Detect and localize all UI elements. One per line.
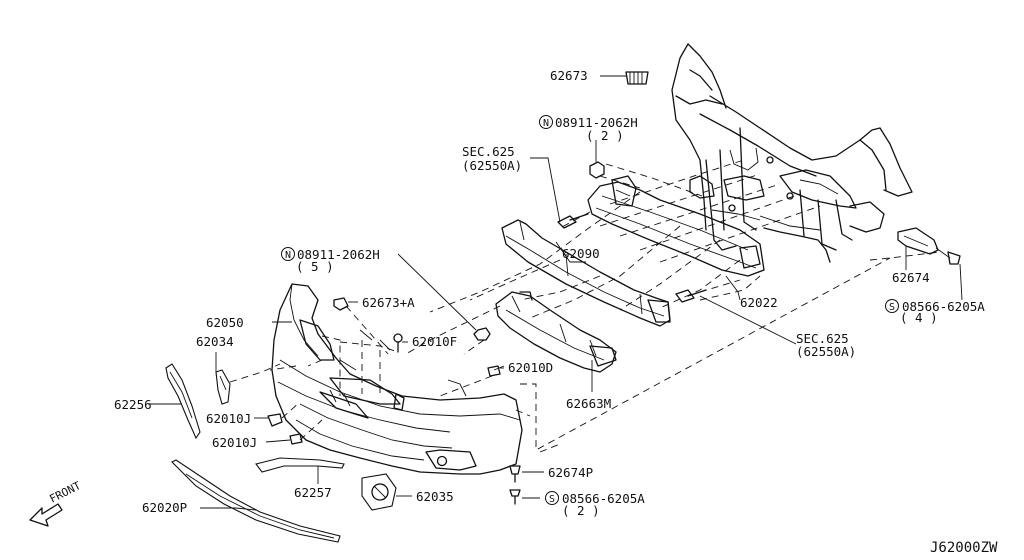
label-62663m: 62663M	[566, 396, 611, 411]
label-sec625-top: SEC.625	[462, 144, 515, 159]
label-62673a: 62673+A	[362, 295, 415, 310]
label-08911-2062h-left-qty: ( 5 )	[296, 259, 334, 274]
screw-symbol-right: S	[885, 299, 899, 313]
bumper-reinforcement-62022	[587, 175, 765, 277]
label-62674: 62674	[892, 270, 930, 285]
label-62022: 62022	[740, 295, 778, 310]
label-62034: 62034	[196, 334, 234, 349]
label-62020p: 62020P	[142, 500, 187, 515]
side-moulding-62256	[165, 363, 201, 440]
bolt-sec625-top	[557, 213, 589, 229]
clip-62673a	[333, 297, 349, 311]
label-62010f: 62010F	[412, 334, 457, 349]
screw-bottom	[509, 489, 521, 505]
label-sec625-bottom: SEC.625	[796, 331, 849, 346]
label-62010j-2: 62010J	[212, 435, 257, 450]
bracket-62674	[897, 227, 961, 265]
label-08566-6205a-bottom: 08566-6205A	[562, 491, 645, 506]
svg-text:N: N	[543, 118, 549, 129]
fog-lamp-cover-62035	[361, 473, 397, 511]
label-62010j-1: 62010J	[206, 411, 251, 426]
label-62674p: 62674P	[548, 465, 593, 480]
radiator-core-support	[671, 43, 913, 263]
label-62050: 62050	[206, 315, 244, 330]
nut-top	[589, 161, 605, 179]
front-label: FRONT	[47, 479, 83, 506]
label-62090: 62090	[562, 246, 600, 261]
label-62673-top: 62673	[550, 68, 588, 83]
clip-62010f	[393, 333, 403, 353]
reflector-62034	[215, 369, 231, 405]
label-08911-2062h-top-qty: ( 2 )	[586, 128, 624, 143]
label-08566-6205a-bottom-qty: ( 2 )	[562, 503, 600, 518]
clip-62010j-upper	[267, 413, 283, 427]
clip-62010d	[487, 365, 505, 377]
label-62256: 62256	[114, 397, 152, 412]
front-arrow	[29, 503, 63, 527]
svg-text:S: S	[889, 302, 895, 313]
label-62035: 62035	[416, 489, 454, 504]
clip-62673-top	[625, 71, 649, 85]
label-08911-2062h-left: 08911-2062H	[297, 247, 380, 262]
lower-strip-62020p	[171, 459, 341, 543]
nut-symbol-top: N	[539, 115, 553, 129]
bumper-fascia-62050	[271, 283, 523, 475]
label-62257: 62257	[294, 485, 332, 500]
strip-62257	[255, 457, 345, 473]
assembly-dashed-lines	[229, 159, 941, 453]
nut-symbol-left: N	[281, 247, 295, 261]
svg-text:N: N	[285, 250, 291, 261]
energy-absorber-62090	[501, 219, 671, 327]
leader-lines	[148, 75, 963, 511]
diagram-code: J62000ZW	[930, 540, 998, 556]
label-08911-2062h-top: 08911-2062H	[555, 115, 638, 130]
label-sec625-top-sub: (62550A)	[462, 158, 522, 173]
label-sec625-bottom-sub: (62550A)	[796, 344, 856, 359]
svg-text:S: S	[549, 494, 555, 505]
nut-left	[473, 327, 491, 341]
label-62010d: 62010D	[508, 360, 553, 375]
clip-62010j-lower	[289, 433, 303, 445]
screw-symbol-bottom: S	[545, 491, 559, 505]
label-08566-6205a-right-qty: ( 4 )	[900, 310, 938, 325]
label-08566-6205a-right: 08566-6205A	[902, 299, 985, 314]
clip-62674p	[509, 465, 521, 483]
